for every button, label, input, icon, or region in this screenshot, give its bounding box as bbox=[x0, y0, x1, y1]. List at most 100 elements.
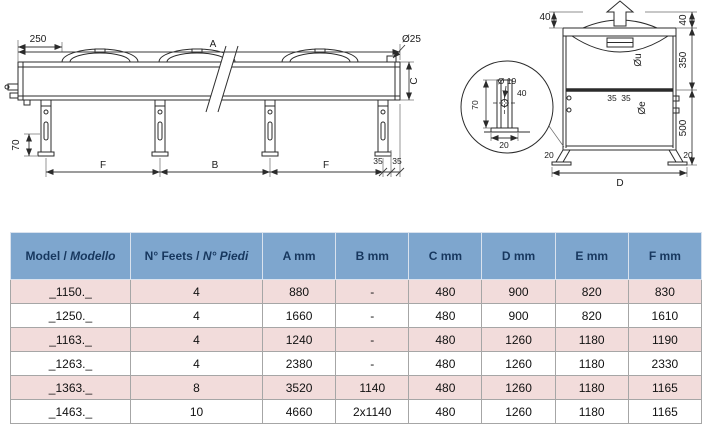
dim-ou-label: Øu bbox=[633, 53, 644, 66]
fan-icon bbox=[61, 48, 139, 63]
dim-70-label: 70 bbox=[11, 139, 22, 151]
dim-40-label: 40 bbox=[517, 88, 527, 98]
dim-f1-label: F bbox=[100, 160, 106, 171]
dim-20r-label: 20 bbox=[683, 150, 693, 160]
table-cell: 8 bbox=[130, 375, 263, 400]
dim-a-label: A bbox=[210, 39, 217, 50]
dim-70-label: 70 bbox=[470, 100, 480, 110]
table-cell: 2380 bbox=[261, 351, 337, 376]
table-cell: 820 bbox=[554, 303, 629, 328]
header-label-italic: N° Piedi bbox=[202, 249, 249, 263]
table-cell: 1180 bbox=[554, 399, 629, 424]
dimensions-table: Model / Modello N° Feets / N° Piedi A mm… bbox=[10, 232, 703, 424]
end-view: 40 40 350 500 Øu Øe 35 35 20 20 bbox=[539, 0, 697, 189]
dim-35a-label: 35 bbox=[607, 93, 617, 103]
table-cell: _1150._ bbox=[10, 279, 131, 304]
dim-350-label: 350 bbox=[678, 51, 689, 68]
table-cell: 4 bbox=[130, 279, 263, 304]
unit-body bbox=[17, 61, 401, 101]
table-cell: _1463._ bbox=[10, 399, 131, 424]
col-header-model: Model / Modello bbox=[10, 232, 131, 280]
table-header-row: Model / Modello N° Feets / N° Piedi A mm… bbox=[10, 232, 703, 280]
table-cell: 480 bbox=[408, 327, 483, 352]
dim-40l-label: 40 bbox=[539, 12, 551, 23]
fan-icon bbox=[281, 48, 359, 63]
table-cell: _1263._ bbox=[10, 351, 131, 376]
table-cell: 2x1140 bbox=[335, 399, 410, 424]
table-cell: 480 bbox=[408, 351, 483, 376]
table-cell: 1610 bbox=[627, 303, 703, 328]
airflow-arrow-icon bbox=[605, 0, 635, 27]
dim-d19-label: Ø 19 bbox=[498, 76, 517, 86]
end-view-dimensions: 40 40 350 500 Øu Øe 35 35 20 20 bbox=[539, 11, 697, 189]
dim-d-label: D bbox=[616, 178, 623, 189]
table-cell: 2330 bbox=[627, 351, 703, 376]
dim-f2-label: F bbox=[323, 160, 329, 171]
leg bbox=[261, 99, 279, 157]
pipe-connections bbox=[4, 83, 31, 106]
leg bbox=[151, 99, 169, 157]
header-label-italic: Modello bbox=[70, 249, 116, 263]
table-cell: 1180 bbox=[554, 375, 629, 400]
leg bbox=[37, 99, 55, 157]
table-cell: 1260 bbox=[481, 351, 556, 376]
table-cell: 1165 bbox=[627, 399, 703, 424]
dim-20-label: 20 bbox=[499, 140, 509, 150]
table-cell: 3520 bbox=[261, 375, 337, 400]
table-row: _1363._ 8 3520 1140 480 1260 1180 1165 bbox=[10, 375, 703, 400]
table-cell: 480 bbox=[408, 279, 483, 304]
table-cell: 1260 bbox=[481, 399, 556, 424]
table-cell: 480 bbox=[408, 399, 483, 424]
table-cell: 820 bbox=[554, 279, 629, 304]
table-cell: - bbox=[335, 279, 410, 304]
dim-oe-label: Øe bbox=[637, 101, 648, 115]
side-view: 250 A Ø25 C 70 bbox=[4, 34, 421, 177]
col-header-a: A mm bbox=[261, 232, 337, 280]
table-cell: 4660 bbox=[261, 399, 337, 424]
col-header-e: E mm bbox=[554, 232, 629, 280]
table-cell: 10 bbox=[130, 399, 263, 424]
table-row: _1263._ 4 2380 - 480 1260 1180 2330 bbox=[10, 351, 703, 376]
table-cell: 1660 bbox=[261, 303, 337, 328]
dim-c-label: C bbox=[409, 77, 420, 84]
table-cell: 1240 bbox=[261, 327, 337, 352]
table-row: _1250._ 4 1660 - 480 900 820 1610 bbox=[10, 303, 703, 328]
table-cell: 1190 bbox=[627, 327, 703, 352]
table-cell: _1250._ bbox=[10, 303, 131, 328]
dim-35b-label: 35 bbox=[621, 93, 631, 103]
drawings-svg: 250 A Ø25 C 70 bbox=[4, 0, 697, 189]
col-header-f: F mm bbox=[627, 232, 703, 280]
table-cell: 1140 bbox=[335, 375, 410, 400]
dim-40r-label: 40 bbox=[678, 14, 689, 26]
table-cell: 1180 bbox=[554, 351, 629, 376]
table-cell: 900 bbox=[481, 303, 556, 328]
col-header-b: B mm bbox=[335, 232, 410, 280]
table-row: _1163._ 4 1240 - 480 1260 1180 1190 bbox=[10, 327, 703, 352]
dim-20l-label: 20 bbox=[544, 150, 554, 160]
dim-d25-label: Ø25 bbox=[402, 34, 421, 45]
table-cell: _1363._ bbox=[10, 375, 131, 400]
table-cell: 1165 bbox=[627, 375, 703, 400]
dim-35a-label: 35 bbox=[373, 156, 383, 166]
detail-view: Ø 19 40 70 20 bbox=[460, 60, 565, 154]
break-symbol bbox=[205, 45, 239, 113]
table-cell: 1260 bbox=[481, 375, 556, 400]
col-header-d: D mm bbox=[481, 232, 556, 280]
side-view-dimensions: 250 A Ø25 C 70 bbox=[11, 34, 421, 177]
dim-b-label: B bbox=[212, 160, 219, 171]
col-header-c: C mm bbox=[408, 232, 483, 280]
table-cell: 480 bbox=[408, 375, 483, 400]
table-cell: 4 bbox=[130, 303, 263, 328]
table-cell: 480 bbox=[408, 303, 483, 328]
leg bbox=[374, 99, 392, 157]
foot bbox=[551, 149, 572, 166]
dim-500-label: 500 bbox=[678, 119, 689, 136]
table-cell: 830 bbox=[627, 279, 703, 304]
table-cell: 900 bbox=[481, 279, 556, 304]
table-cell: 4 bbox=[130, 327, 263, 352]
table-cell: 1180 bbox=[554, 327, 629, 352]
table-cell: - bbox=[335, 351, 410, 376]
table-cell: 1260 bbox=[481, 327, 556, 352]
table-row: _1150._ 4 880 - 480 900 820 830 bbox=[10, 279, 703, 304]
table-cell: 4 bbox=[130, 351, 263, 376]
